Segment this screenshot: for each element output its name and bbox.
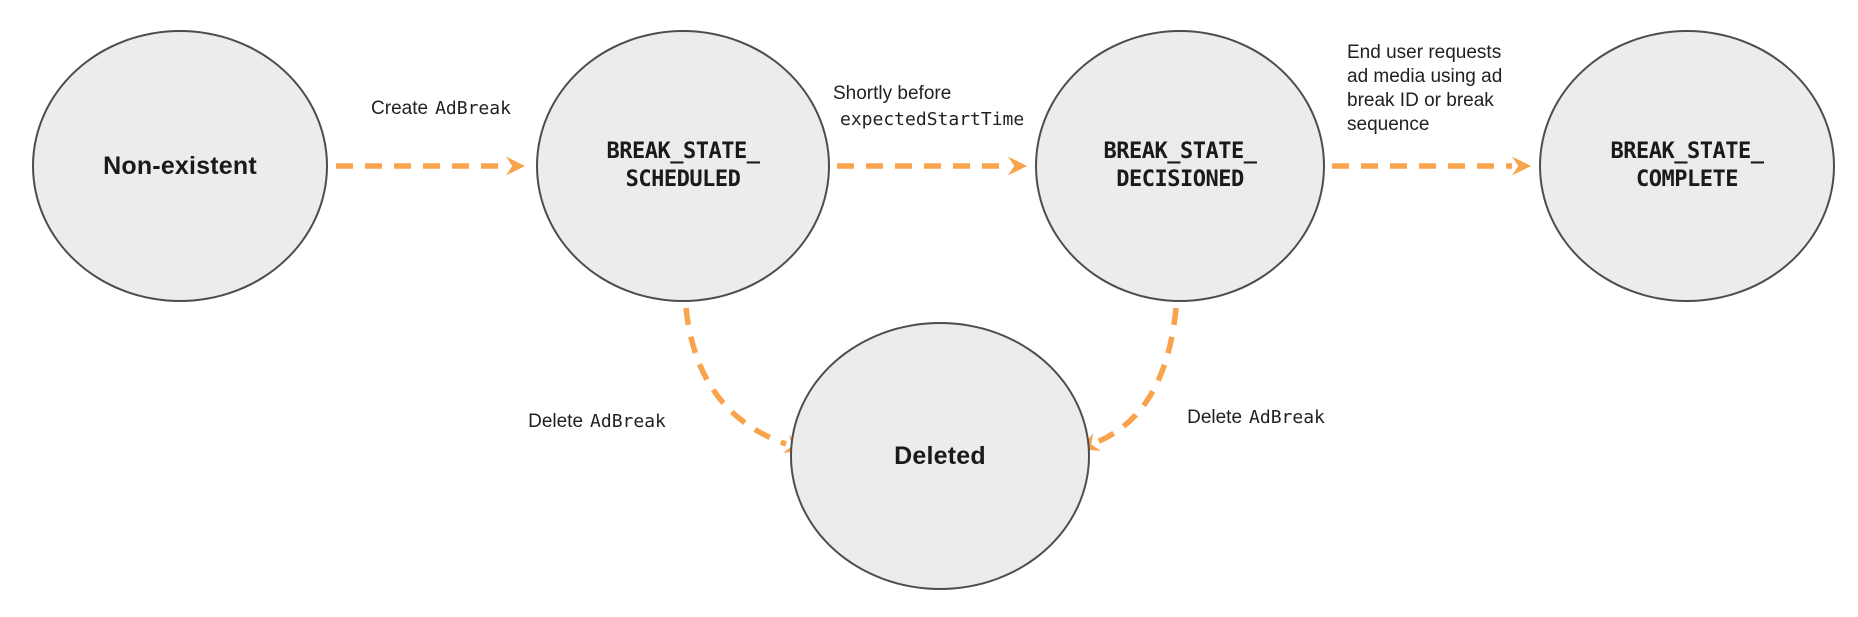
state-node-break-state-complete: BREAK_STATE_ COMPLETE <box>1539 30 1835 302</box>
end-user-label-line3: break ID or break <box>1347 90 1494 111</box>
arrow-delete-adbreak-right <box>1079 307 1179 451</box>
transition-label-delete-adbreak-right: Delete AdBreak <box>1187 405 1325 431</box>
end-user-label-line4: sequence <box>1347 114 1430 135</box>
delete-right-code: AdBreak <box>1249 407 1325 428</box>
shortly-before-text: Shortly before <box>833 83 952 104</box>
state-label-complete-line1: BREAK_STATE_ <box>1610 139 1764 164</box>
state-node-break-state-decisioned: BREAK_STATE_ DECISIONED <box>1035 30 1325 302</box>
end-user-label-line2: ad media using ad <box>1347 66 1503 87</box>
transition-label-end-user-requests: End user requests ad media using ad brea… <box>1347 41 1502 137</box>
state-node-deleted: Deleted <box>790 322 1090 590</box>
transition-label-delete-adbreak-left: Delete AdBreak <box>528 409 666 435</box>
arrow-delete-adbreak-left <box>683 307 805 454</box>
state-label-non-existent: Non-existent <box>103 151 257 180</box>
state-label-deleted: Deleted <box>894 441 986 470</box>
state-label-decisioned-line1: BREAK_STATE_ <box>1103 139 1257 164</box>
delete-right-text: Delete <box>1187 407 1243 428</box>
delete-left-code: AdBreak <box>590 411 666 432</box>
transition-label-create-adbreak: Create AdBreak <box>371 96 511 122</box>
delete-left-text: Delete <box>528 411 584 432</box>
create-label-code: AdBreak <box>435 98 511 119</box>
state-label-complete-line2: COMPLETE <box>1636 167 1738 192</box>
state-node-break-state-scheduled: BREAK_STATE_ SCHEDULED <box>536 30 830 302</box>
state-label-scheduled-line2: SCHEDULED <box>625 167 741 192</box>
transition-label-shortly-before: Shortly before expectedStartTime <box>833 81 1024 133</box>
state-label-scheduled-line1: BREAK_STATE_ <box>606 139 760 164</box>
state-label-decisioned-line2: DECISIONED <box>1116 167 1244 192</box>
state-node-non-existent: Non-existent <box>32 30 328 302</box>
expected-start-time-code: expectedStartTime <box>840 109 1025 130</box>
create-label-text: Create <box>371 98 429 119</box>
end-user-label-line1: End user requests <box>1347 42 1502 63</box>
